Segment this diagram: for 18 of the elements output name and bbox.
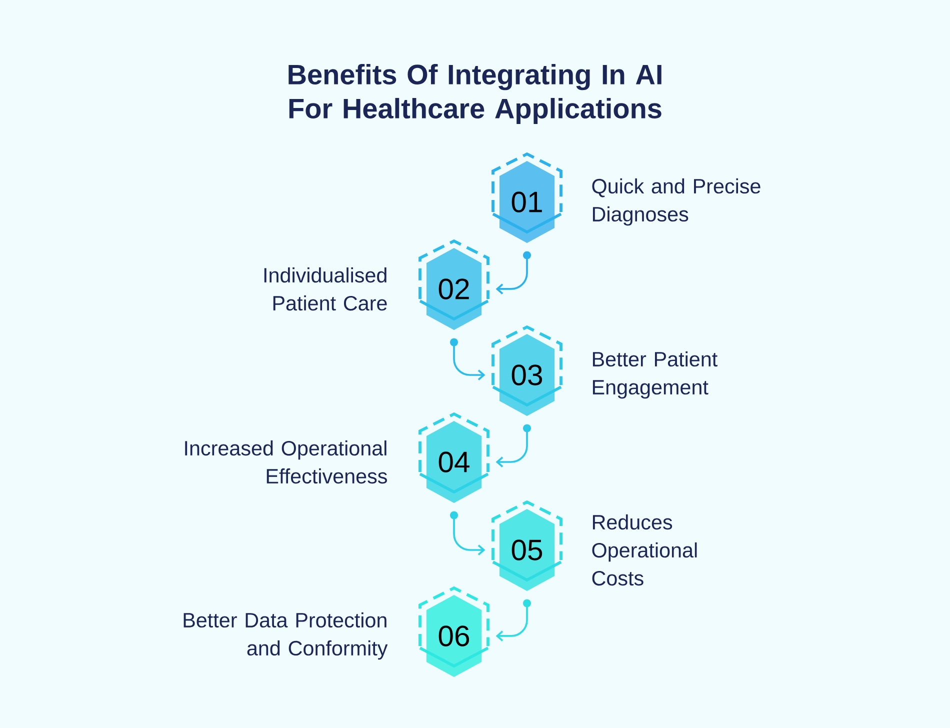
hexagon-badge: 01 [492, 152, 562, 243]
connector-arrow [496, 424, 531, 468]
step-label: Quick and Precise Diagnoses [592, 178, 760, 226]
step-label: Reduces Operational Costs [592, 514, 697, 586]
hexagon-badge: 06 [418, 586, 490, 677]
step-label: Better Patient Engagement [592, 351, 718, 399]
hexagon-badge: 03 [492, 325, 562, 416]
hexagon-badge: 05 [492, 500, 562, 591]
hexagon-badge: 04 [418, 412, 490, 503]
step-label: Increased Operational Effectiveness [185, 440, 387, 484]
connector-arrow [450, 511, 486, 556]
connector-arrow [496, 251, 531, 294]
hexagon-badge: 02 [418, 239, 490, 330]
connector-arrow [450, 338, 486, 380]
connector-arrow [496, 599, 531, 642]
step-label: Individualised Patient Care [264, 267, 387, 311]
title: Benefits Of Integrating In AI For Healthcare Applications [288, 64, 662, 124]
step-label: Better Data Protection and Conformity [184, 612, 388, 660]
